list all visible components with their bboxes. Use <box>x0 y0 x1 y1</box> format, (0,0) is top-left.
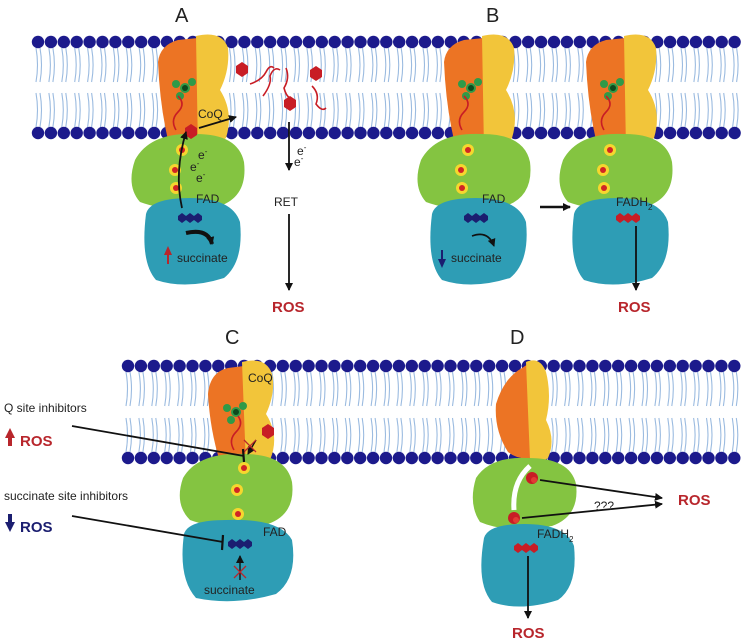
fadh2-label-d: FADH2 <box>537 527 574 544</box>
panel-b: B FAD succinate <box>417 5 673 316</box>
svg-text:e-: e- <box>294 154 304 169</box>
panel-d: D FADH2 ??? ROS ROS <box>472 327 711 642</box>
fad-label-c: FAD <box>263 525 287 539</box>
panel-d-letter: D <box>510 327 524 349</box>
q-ros-up-arrow <box>5 428 15 446</box>
electron-labels-a: e- e- e- <box>190 147 208 185</box>
panel-c: C CoQ FAD succinate Q site inhibitors RO… <box>4 327 294 602</box>
succ-ros-down-arrow <box>5 514 15 532</box>
succinate-label-c: succinate <box>204 583 255 597</box>
panel-a-letter: A <box>175 5 189 27</box>
complex-ii-b-right <box>559 34 673 285</box>
ubiquinone-head <box>185 124 197 139</box>
ros-label-b: ROS <box>618 299 651 316</box>
succinate-down-arrow <box>438 250 446 268</box>
ros-label-a: ROS <box>272 299 305 316</box>
complex-ii-d <box>472 360 577 607</box>
fad-label: FAD <box>196 192 220 206</box>
q-ros-label: ROS <box>20 433 53 450</box>
ret-label: RET <box>274 195 299 209</box>
svg-text:e-: e- <box>190 159 200 174</box>
complex-ii-b-left <box>417 34 531 285</box>
succinate-up-arrow <box>164 246 172 264</box>
fad-label-b: FAD <box>482 192 506 206</box>
free-ubiquinones <box>236 62 327 111</box>
svg-text:e-: e- <box>196 170 206 185</box>
complex-ii-a <box>131 34 245 285</box>
site-two-ros-arrow <box>521 500 663 519</box>
fad-cofactor <box>178 213 202 223</box>
panel-a: A CoQ FAD e- e- e- <box>131 5 327 316</box>
heme-cluster <box>172 78 196 100</box>
complex-ii-c <box>179 360 294 602</box>
iron-sulfur-subunit <box>131 133 245 210</box>
coq-label-c: CoQ <box>248 371 273 385</box>
succ-ros-label: ROS <box>20 519 53 536</box>
ros-label-d-bottom: ROS <box>512 625 545 642</box>
succinate-label: succinate <box>177 251 228 265</box>
fadh2-label-b: FADH2 <box>616 195 653 212</box>
electron-labels-ret: e- e- <box>294 143 307 169</box>
succ-inhibitor-bar <box>220 534 225 551</box>
q-inhibitor-bar <box>241 448 246 463</box>
q-site-inhibitors-label: Q site inhibitors <box>4 401 87 415</box>
succinate-label-b: succinate <box>451 251 502 265</box>
svg-text:e-: e- <box>198 147 208 162</box>
coq-label: CoQ <box>198 107 223 121</box>
q-inhibitor-line <box>71 425 245 457</box>
ubiquinone-tail <box>172 95 183 131</box>
membrane-subunit-yellow <box>196 34 229 151</box>
succ-inhibitor-line <box>71 515 224 543</box>
electron-transfer-arrow <box>177 131 188 209</box>
quinone-release-arrow <box>198 115 237 129</box>
succinate-site-inhibitors-label: succinate site inhibitors <box>4 489 128 503</box>
succinate-oxidation-arrow <box>185 229 215 245</box>
panel-c-letter: C <box>225 327 239 349</box>
ros-label-d-right: ROS <box>678 492 711 509</box>
unknown-label: ??? <box>594 499 614 513</box>
site-one-ros-arrow <box>539 479 663 501</box>
flavoprotein-subunit <box>144 198 241 285</box>
panel-b-letter: B <box>486 5 499 27</box>
svg-text:e-: e- <box>297 143 307 158</box>
